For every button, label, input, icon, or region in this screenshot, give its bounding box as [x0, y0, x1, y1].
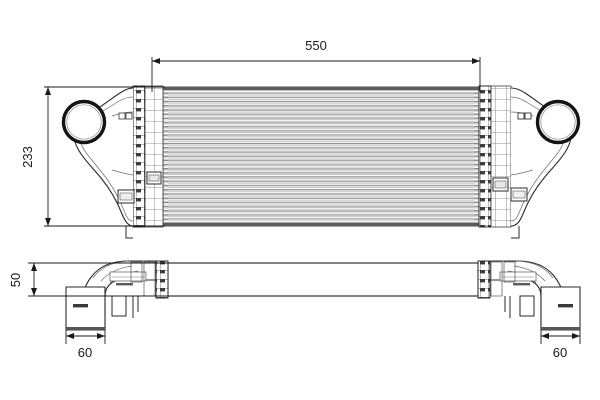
left-tank-plan — [65, 260, 169, 331]
dimension-depth-50: 50 — [8, 262, 170, 297]
top-view — [65, 260, 581, 331]
dimension-layer: 550 233 50 60 60 — [8, 38, 581, 360]
front-view — [61, 85, 581, 239]
right-tank-plan — [477, 260, 581, 331]
dimension-tank-right-60: 60 — [540, 330, 581, 360]
core-fin-block — [162, 86, 480, 227]
right-end-tank — [510, 87, 581, 239]
dimension-width-550: 550 — [151, 38, 481, 92]
dimension-label-60-right: 60 — [553, 345, 567, 360]
dimension-label-60-left: 60 — [78, 345, 92, 360]
left-end-tank — [61, 87, 135, 239]
dimension-tank-left-60: 60 — [65, 330, 106, 360]
dimension-height-233: 233 — [20, 86, 165, 227]
core-slab — [167, 262, 479, 297]
dimension-label-233: 233 — [20, 146, 35, 168]
dimension-label-550: 550 — [305, 38, 327, 53]
right-header-plate — [478, 85, 512, 228]
left-header-plate — [132, 85, 164, 228]
dimension-label-50: 50 — [8, 273, 23, 287]
